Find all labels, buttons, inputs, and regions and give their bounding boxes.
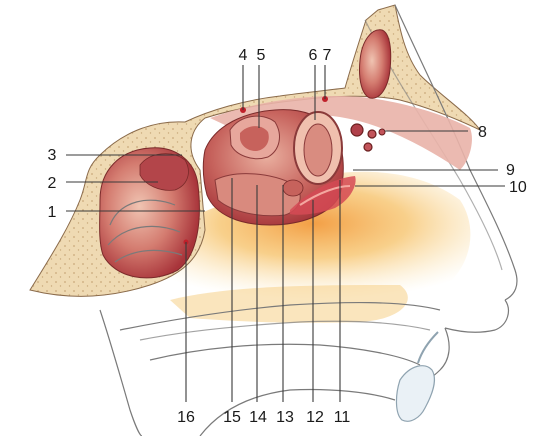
- agger-cell: [283, 180, 303, 196]
- label-15: 15: [223, 409, 241, 426]
- label-1: 1: [48, 204, 57, 221]
- label-4: 4: [239, 47, 248, 64]
- nasolacrimal-cell-a: [351, 124, 363, 136]
- label-9: 9: [506, 162, 515, 179]
- label-8: 8: [478, 124, 487, 141]
- nasolacrimal-cell-b: [368, 130, 376, 138]
- label-14: 14: [249, 409, 267, 426]
- oral-outline-1: [140, 321, 430, 340]
- nasal-device-tube: [418, 332, 438, 363]
- nasolacrimal-cell-c: [364, 143, 372, 151]
- pharynx-outline: [100, 310, 142, 436]
- nostril-outline: [445, 300, 508, 332]
- ethmoid-bulla-inner: [304, 124, 332, 176]
- label-10: 10: [509, 179, 527, 196]
- label-3: 3: [48, 147, 57, 164]
- label-2: 2: [48, 175, 57, 192]
- nasolacrimal-cell-d: [379, 129, 385, 135]
- label-13: 13: [276, 409, 294, 426]
- nasal-device: [396, 366, 434, 422]
- label-11: 11: [334, 409, 351, 426]
- label-7: 7: [323, 47, 332, 64]
- label-6: 6: [309, 47, 318, 64]
- label-16: 16: [177, 409, 195, 426]
- label-5: 5: [257, 47, 266, 64]
- tongue-outline: [150, 344, 420, 365]
- label-12: 12: [306, 409, 324, 426]
